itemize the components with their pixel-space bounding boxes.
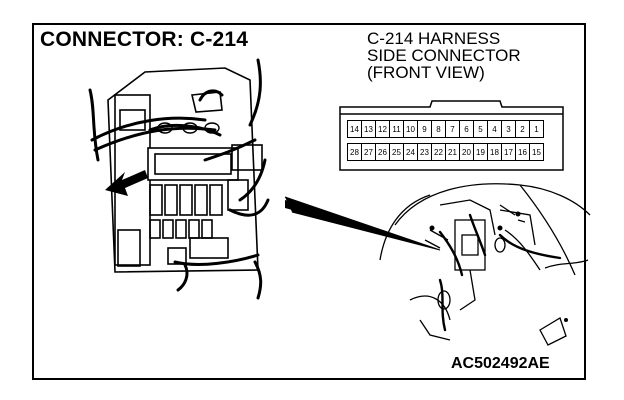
- pin-cell: 10: [403, 120, 418, 138]
- pin-cell: 11: [389, 120, 404, 138]
- junction-block: [107, 67, 263, 273]
- pin-cell: 17: [501, 143, 516, 161]
- dashboard-wires: [438, 213, 562, 332]
- pin-cell: 13: [361, 120, 376, 138]
- pin-cell: 19: [473, 143, 488, 161]
- pin-cell: 27: [361, 143, 376, 161]
- dashboard-illustration: [379, 183, 591, 346]
- pin-cell: 15: [529, 143, 544, 161]
- pin-cell: 3: [501, 120, 516, 138]
- pin-cell: 28: [347, 143, 362, 161]
- pin-cell: 14: [347, 120, 362, 138]
- pin-cell: 24: [403, 143, 418, 161]
- caption-line-2: SIDE CONNECTOR: [367, 46, 521, 65]
- pin-cell: 18: [487, 143, 502, 161]
- pin-cell: 20: [459, 143, 474, 161]
- caption-line-1: C-214 HARNESS: [367, 29, 501, 48]
- pin-cell: 26: [375, 143, 390, 161]
- pin-cell: 16: [515, 143, 530, 161]
- connector-housing: [339, 100, 564, 171]
- caption-line-3: (FRONT VIEW): [367, 63, 485, 82]
- pin-cell: 6: [459, 120, 474, 138]
- pin-cell: 21: [445, 143, 460, 161]
- figure-id: AC502492AE: [451, 355, 550, 372]
- pin-cell: 7: [445, 120, 460, 138]
- pin-cell: 23: [417, 143, 432, 161]
- pin-cell: 25: [389, 143, 404, 161]
- pin-cell: 22: [431, 143, 446, 161]
- pin-cell: 8: [431, 120, 446, 138]
- pin-cell: 4: [487, 120, 502, 138]
- pin-cell: 12: [375, 120, 390, 138]
- pin-cell: 1: [529, 120, 544, 138]
- connector-title: CONNECTOR: C-214: [40, 28, 249, 51]
- pin-cell: 2: [515, 120, 530, 138]
- connector-caption: C-214 HARNESS SIDE CONNECTOR (FRONT VIEW…: [367, 30, 521, 81]
- pin-cell: 9: [417, 120, 432, 138]
- location-arrow: [105, 170, 148, 196]
- pin-cell: 5: [473, 120, 488, 138]
